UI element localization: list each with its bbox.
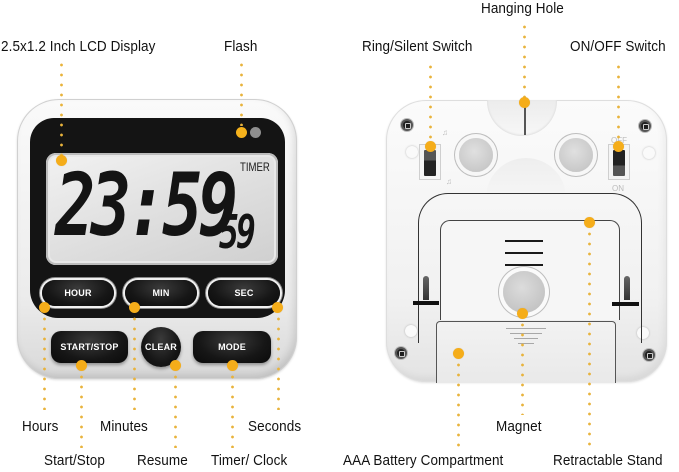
callout-line-minutes bbox=[133, 314, 136, 410]
callout-dot-on-off bbox=[613, 141, 624, 152]
lcd-main-digits: 23:59 bbox=[55, 156, 238, 256]
label-retractable-stand: Retractable Stand bbox=[553, 452, 663, 469]
label-seconds: Seconds bbox=[248, 418, 302, 435]
callout-line-start-stop bbox=[80, 372, 83, 448]
rubber-pad-right bbox=[559, 138, 593, 172]
grip-line bbox=[505, 252, 543, 254]
magnet bbox=[503, 271, 545, 313]
callout-line-resume bbox=[174, 372, 177, 448]
callout-line-on-off bbox=[617, 62, 620, 140]
screw-icon bbox=[395, 347, 407, 359]
rubber-pad-left bbox=[459, 138, 493, 172]
off-mark: OFF bbox=[611, 136, 627, 145]
arrow-line bbox=[506, 328, 546, 329]
callout-line-hanging-hole bbox=[523, 22, 526, 100]
grip-line bbox=[505, 264, 543, 266]
grip-line bbox=[505, 240, 543, 242]
hour-button[interactable]: HOUR bbox=[42, 280, 114, 306]
start-stop-button[interactable]: START/STOP bbox=[51, 331, 128, 363]
on-off-switch[interactable] bbox=[613, 150, 625, 176]
stand-hinge-left bbox=[423, 276, 429, 300]
lcd-seconds-digits: 59 bbox=[219, 205, 256, 259]
arrow-line bbox=[518, 343, 534, 344]
stand-foot-right bbox=[612, 302, 639, 306]
callout-line-flash bbox=[240, 60, 243, 126]
arrow-line bbox=[514, 338, 538, 339]
label-on-off-switch: ON/OFF Switch bbox=[570, 38, 666, 55]
label-minutes: Minutes bbox=[100, 418, 148, 435]
callout-line-timer-clock bbox=[231, 372, 234, 448]
silent-bell-icon: ♫ bbox=[446, 177, 452, 186]
callout-line-ring-silent bbox=[429, 62, 432, 140]
label-battery-compartment: AAA Battery Compartment bbox=[343, 452, 504, 469]
mode-button[interactable]: MODE bbox=[193, 331, 271, 363]
min-button[interactable]: MIN bbox=[125, 280, 197, 306]
label-resume: Resume bbox=[137, 452, 188, 469]
callout-dot-magnet bbox=[517, 308, 528, 319]
label-hanging-hole: Hanging Hole bbox=[481, 0, 564, 17]
ring-silent-switch[interactable] bbox=[424, 150, 436, 176]
label-hours: Hours bbox=[22, 418, 59, 435]
sec-button[interactable]: SEC bbox=[208, 280, 280, 306]
callout-dot-hanging-hole bbox=[519, 97, 530, 108]
callout-line-battery bbox=[457, 360, 460, 450]
callout-dot-stand bbox=[584, 217, 595, 228]
rubber-foot bbox=[643, 147, 655, 159]
indicator-led-icon bbox=[250, 127, 261, 138]
callout-dot-ring-silent bbox=[425, 141, 436, 152]
hanging-slot bbox=[524, 103, 526, 135]
callout-dot-start-stop bbox=[76, 360, 87, 371]
callout-line-magnet bbox=[521, 320, 524, 415]
label-ring-silent-switch: Ring/Silent Switch bbox=[362, 38, 473, 55]
rubber-foot bbox=[406, 146, 418, 158]
callout-dot-seconds bbox=[272, 302, 283, 313]
callout-dot-minutes bbox=[129, 302, 140, 313]
label-start-stop: Start/Stop bbox=[44, 452, 105, 469]
stand-foot-left bbox=[413, 301, 439, 305]
label-lcd-display: 2.5x1.2 Inch LCD Display bbox=[1, 38, 156, 55]
retractable-stand-frame bbox=[418, 193, 642, 343]
label-timer-clock: Timer/ Clock bbox=[211, 452, 288, 469]
screw-icon bbox=[639, 120, 651, 132]
lcd-mode-label: TIMER bbox=[240, 160, 270, 174]
rubber-foot bbox=[405, 325, 417, 337]
callout-dot-battery bbox=[453, 348, 464, 359]
callout-line-stand bbox=[588, 229, 591, 449]
arrow-line bbox=[510, 333, 542, 334]
callout-dot-resume bbox=[170, 360, 181, 371]
stand-hinge-right bbox=[624, 276, 630, 300]
label-magnet: Magnet bbox=[496, 418, 542, 435]
callout-line-lcd bbox=[60, 60, 63, 156]
callout-dot-hours bbox=[39, 302, 50, 313]
flash-led-icon bbox=[236, 127, 247, 138]
callout-line-seconds bbox=[277, 314, 280, 410]
screw-icon bbox=[643, 349, 655, 361]
lcd-display bbox=[46, 153, 278, 265]
bell-icon: ♫ bbox=[442, 128, 448, 137]
screw-icon bbox=[401, 119, 413, 131]
label-flash: Flash bbox=[224, 38, 258, 55]
callout-line-hours bbox=[43, 314, 46, 410]
on-mark: ON bbox=[612, 184, 624, 193]
callout-dot-lcd bbox=[56, 155, 67, 166]
callout-dot-timer-clock bbox=[227, 360, 238, 371]
battery-compartment-cover[interactable] bbox=[436, 321, 616, 383]
